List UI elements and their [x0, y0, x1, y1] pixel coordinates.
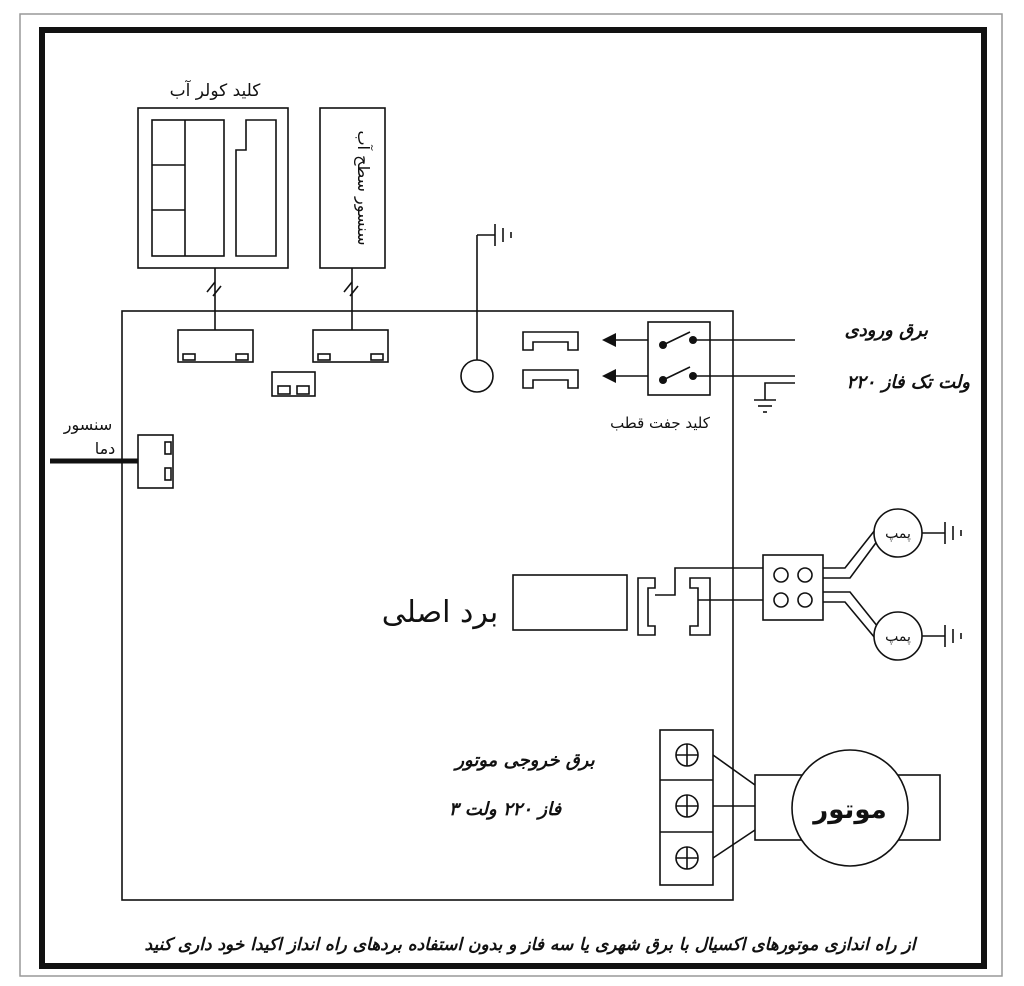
break-mark-icon — [343, 281, 359, 297]
motor: موتور — [754, 749, 941, 867]
motor-output-label: برق خروجی موتور — [452, 750, 595, 771]
cooler-connector — [177, 329, 254, 363]
small-connector — [271, 371, 316, 397]
pump-1: پمپ — [873, 508, 923, 558]
cooler-switch-label: کلید کولر آب — [170, 79, 262, 101]
water-level-sensor-label: سنسور سطح آب — [353, 130, 373, 245]
pump-connector — [637, 567, 765, 636]
motor-label: موتور — [811, 795, 886, 825]
pump-2-label: پمپ — [885, 629, 911, 645]
ground-icon — [922, 625, 962, 647]
fuse-holder — [522, 331, 579, 389]
motor-voltage-label: ۳ فاز ۲۲۰ ولت — [449, 799, 563, 820]
ground-icon — [754, 382, 795, 413]
ground-icon — [922, 522, 962, 544]
double-pole-switch-label: کلید جفت قطب — [610, 414, 711, 432]
motor-terminal-block — [659, 729, 756, 886]
main-board-label: برد اصلی — [382, 595, 499, 630]
pump-1-label: پمپ — [885, 526, 911, 542]
double-pole-switch — [647, 321, 795, 396]
ground-icon — [477, 224, 512, 246]
sensor-connector — [312, 329, 389, 363]
temp-sensor-connector — [137, 434, 174, 489]
water-level-sensor: سنسور سطح آب — [319, 107, 386, 269]
pump-terminal-block — [762, 529, 879, 639]
main-board-outline — [121, 310, 734, 901]
relay — [512, 574, 628, 631]
earth-terminal — [460, 359, 494, 393]
cooler-switch — [137, 107, 289, 269]
pump-2: پمپ — [873, 611, 923, 661]
temp-sensor-label: سنسور — [63, 415, 113, 435]
inner-frame — [39, 27, 987, 969]
temp-sensor-label-2: دما — [95, 439, 116, 458]
input-power-label: برق ورودی — [845, 320, 929, 341]
break-mark-icon — [206, 281, 222, 297]
outer-frame — [19, 13, 1003, 977]
warning-text: از راه اندازی موتورهای اکسیال با برق شهر… — [145, 935, 918, 955]
input-voltage-label: ۲۲۰ ولت تک فاز — [846, 372, 970, 393]
